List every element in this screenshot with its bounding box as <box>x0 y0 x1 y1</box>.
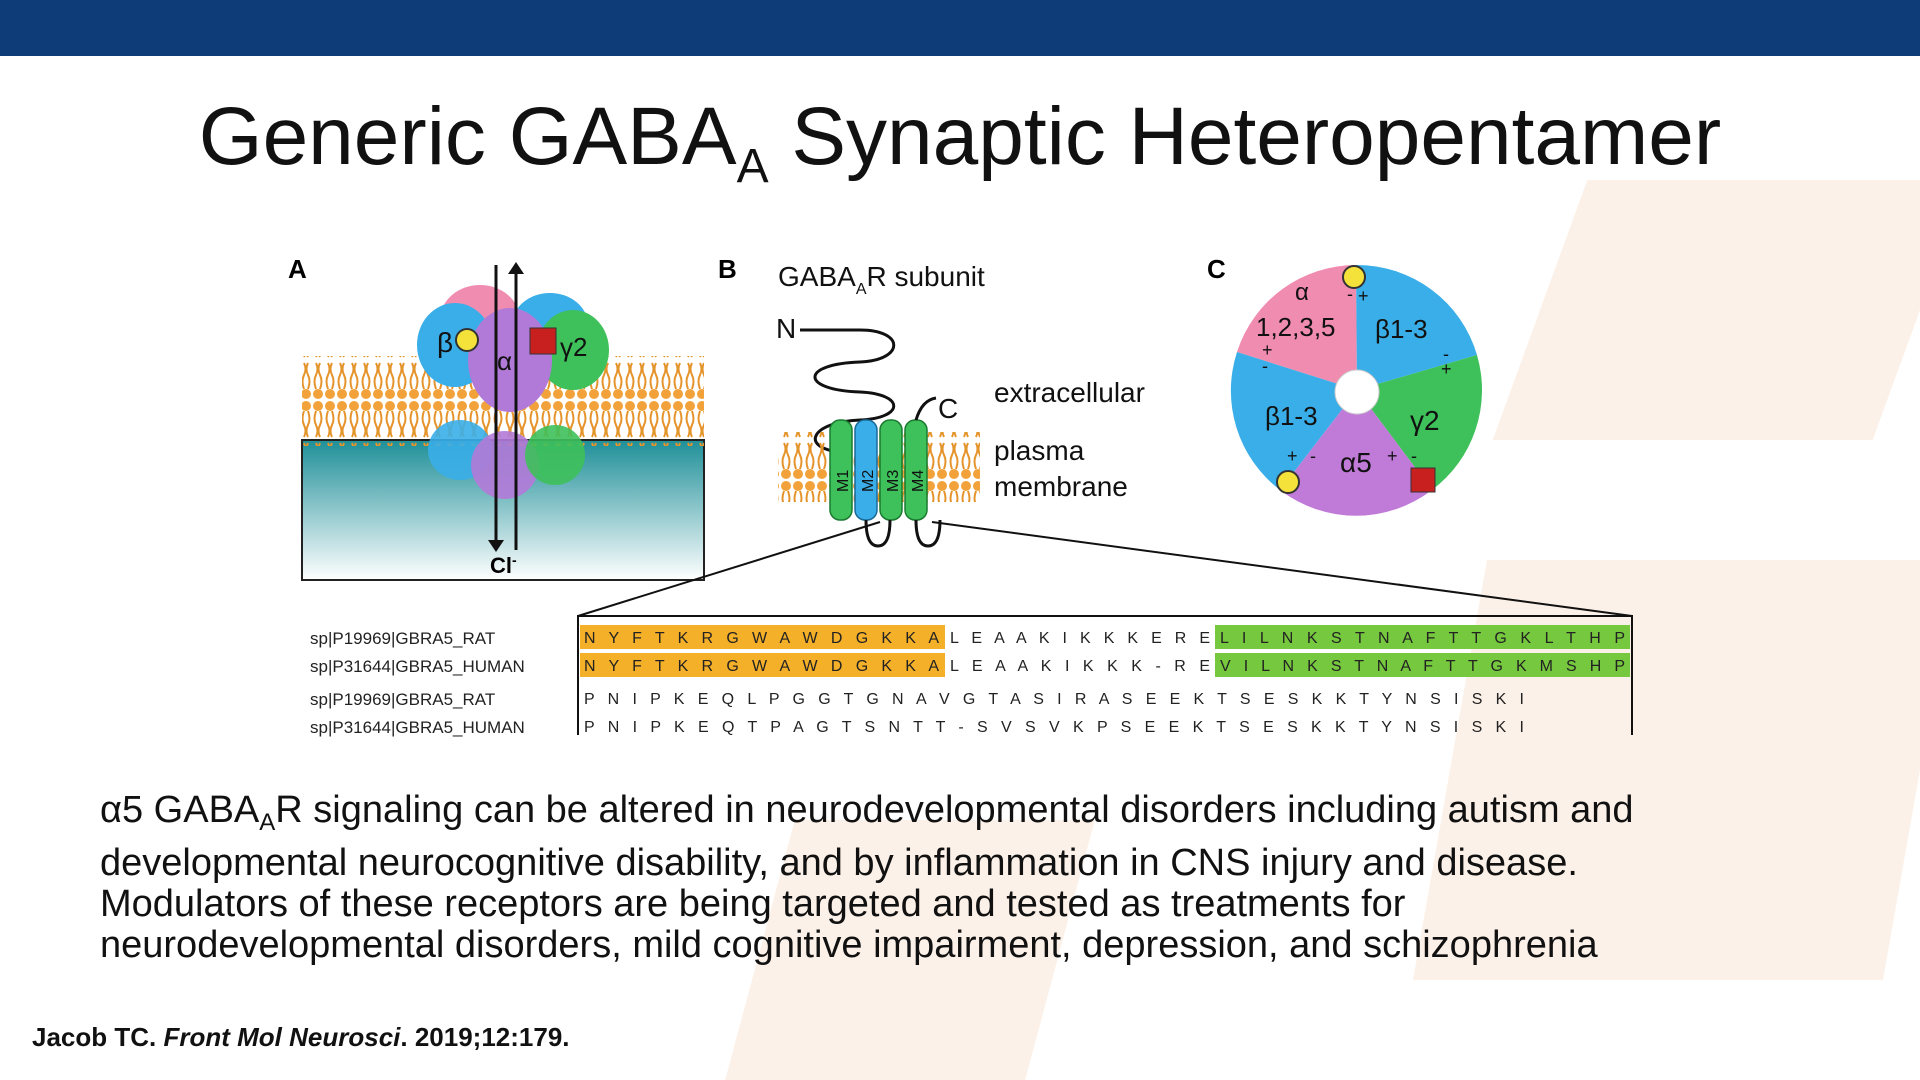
arrow-down-icon <box>488 540 504 552</box>
binding-site-square-icon <box>529 327 557 355</box>
panel-c-label: C <box>1207 254 1226 284</box>
receptor-lower <box>471 431 539 499</box>
helix-m3-label: M3 <box>885 470 902 492</box>
conserved-block-green <box>1215 653 1630 677</box>
pie-alpha-isoforms: 1,2,3,5 <box>1256 312 1336 342</box>
helix-m1 <box>829 419 853 521</box>
interface-sign: - <box>1262 356 1268 376</box>
pie-beta-left <box>1230 352 1357 490</box>
interface-sign: + <box>1262 340 1273 360</box>
citation: Jacob TC. Front Mol Neurosci. 2019;12:17… <box>32 1022 570 1052</box>
interface-sign: + <box>1358 286 1369 306</box>
alignment-seq: P N I P K E Q L P G G T G N A V G T A S … <box>584 691 1524 708</box>
panel-c: C α 1,2,3,5 β1-3 γ2 α5 β1-3 - + + - - + … <box>1207 254 1482 516</box>
subunit-gamma-label: γ2 <box>560 332 587 362</box>
body-line-1: α5 GABAAR signaling can be altered in ne… <box>100 789 1634 837</box>
c-terminal-tail <box>914 396 937 421</box>
conserved-block-green <box>1215 625 1630 649</box>
extracellular-loop <box>800 328 895 454</box>
c-terminus-label: C <box>938 393 958 424</box>
slide-title: Generic GABAA Synaptic Heteropentamer <box>198 91 1722 193</box>
interface-sign: + <box>1441 359 1452 379</box>
binding-site-icon <box>455 328 479 352</box>
interface-sign: - <box>1310 446 1316 466</box>
alignment-seq-green: V I L N K S T N A F T T G K M S H P <box>1220 658 1625 675</box>
pie-gamma2 <box>1357 355 1482 490</box>
pie-alpha5 <box>1280 390 1432 516</box>
body-line-3: Modulators of these receptors are being … <box>100 883 1406 925</box>
binding-site-square-icon <box>1410 467 1436 493</box>
interface-sign: - <box>1411 446 1417 466</box>
panel-b: B GABAAR subunit N M1 M2 M3 M4 C extrace… <box>577 254 1633 617</box>
pie-alpha5-label: α5 <box>1340 447 1372 478</box>
conserved-block-orange <box>580 653 945 677</box>
alignment-seq-plain: L E A A K I K K K E R E <box>950 630 1210 647</box>
pie-alpha <box>1237 265 1357 390</box>
plasma-label: plasma <box>994 435 1085 466</box>
pie-beta-left-label: β1-3 <box>1265 401 1318 431</box>
interface-sign: - <box>1347 284 1353 304</box>
alignment-seq-orange: N Y F T K R G W A W D G K K A <box>584 630 939 647</box>
sequence-alignment: sp|P19969|GBRA5_RAT N Y F T K R G W A W … <box>310 615 1633 737</box>
interface-sign: + <box>1387 446 1398 466</box>
helix-m1-label: M1 <box>835 470 852 492</box>
panel-a-label: A <box>288 254 307 284</box>
binding-site-icon <box>1342 265 1366 289</box>
pie-beta-top <box>1356 264 1477 390</box>
zoom-line-left <box>577 521 881 617</box>
alignment-seq-plain: L E A A K I K K K - R E <box>950 658 1210 675</box>
subunit-alpha-label: α <box>497 346 512 376</box>
alignment-seq: P N I P K E Q T P A G T S N T T - S V S … <box>584 719 1524 736</box>
pie-gamma2-label: γ2 <box>1410 405 1440 436</box>
interface-sign: - <box>1443 344 1449 364</box>
intracellular-loop <box>914 519 942 548</box>
header-bar <box>0 0 1920 56</box>
intracellular-loop <box>864 519 892 548</box>
n-terminus-label: N <box>776 313 796 344</box>
alignment-row-label: sp|P19969|GBRA5_RAT <box>310 629 495 648</box>
panel-b-title: GABAAR subunit <box>778 261 985 298</box>
extracellular-label: extracellular <box>994 377 1145 408</box>
pie-beta-top-label: β1-3 <box>1375 314 1428 344</box>
helix-m4-label: M4 <box>910 470 927 492</box>
alignment-row-label: sp|P31644|GBRA5_HUMAN <box>310 718 525 737</box>
pore <box>1334 369 1380 415</box>
conserved-block-orange <box>580 625 945 649</box>
pie-alpha-label: α <box>1295 279 1309 306</box>
zoom-line-right <box>931 521 1633 617</box>
interface-sign: + <box>1287 446 1298 466</box>
binding-site-icon <box>1276 470 1300 494</box>
alignment-row-label: sp|P19969|GBRA5_RAT <box>310 690 495 709</box>
panel-b-label: B <box>718 254 737 284</box>
plasma-membrane-bilayer <box>778 432 980 502</box>
body-line-2: developmental neurocognitive disability,… <box>100 842 1578 884</box>
alignment-frame <box>577 615 1633 735</box>
membrane-label: membrane <box>994 471 1128 502</box>
alignment-row-label: sp|P31644|GBRA5_HUMAN <box>310 657 525 676</box>
body-line-4: neurodevelopmental disorders, mild cogni… <box>100 924 1598 966</box>
body-paragraph: α5 GABAAR signaling can be altered in ne… <box>100 790 1860 966</box>
alignment-seq-orange: N Y F T K R G W A W D G K K A <box>584 658 939 675</box>
panel-a: A β α γ2 Cl- <box>288 254 705 581</box>
chloride-label: Cl- <box>490 552 517 578</box>
arrow-up-icon <box>508 262 524 274</box>
receptor-figure: A β α γ2 Cl- B GABAAR subunit N M1 M2 M3 <box>288 254 1633 737</box>
helix-m2-label: M2 <box>860 470 877 492</box>
subunit-beta-label: β <box>437 327 453 358</box>
receptor-lower <box>525 425 585 485</box>
